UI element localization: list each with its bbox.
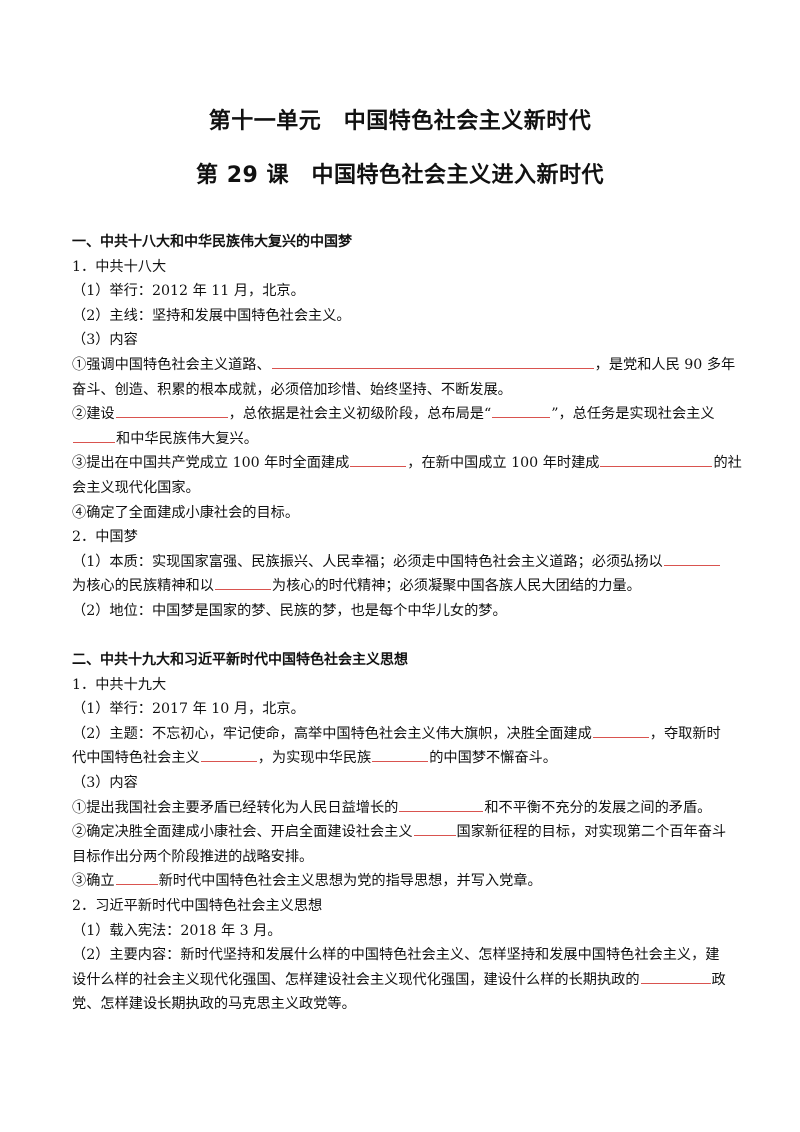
item-1: ①强调中国特色社会主义道路、，是党和人民 90 多年 (72, 353, 740, 378)
text-theme: （2）主题：不忘初心，牢记使命，高举中国特色社会主义伟大旗帜，决胜全面建成，夺取… (72, 722, 740, 747)
fill-blank[interactable] (492, 402, 551, 419)
item2-3: ③确立新时代中国特色社会主义思想为党的指导思想，并写入党章。 (72, 869, 740, 894)
worksheet-content: 一、中共十八大和中华民族伟大复兴的中国梦 1．中共十八大 （1）举行：2012 … (72, 230, 742, 1017)
unit-title: 第十一单元 中国特色社会主义新时代 (208, 109, 592, 134)
text-constitution: （1）载入宪法：2018 年 3 月。 (72, 922, 282, 939)
section-heading-1: 一、中共十八大和中华民族伟大复兴的中国梦 (72, 234, 352, 250)
text-essence-cont: 为核心的民族精神和以为核心的时代精神；必须凝聚中国各族人民大团结的力量。 (72, 574, 740, 599)
fill-blank[interactable] (592, 722, 649, 738)
subheading-18th-congress: 1．中共十八大 (72, 258, 167, 275)
text-status: （2）地位：中国梦是国家的梦、民族的梦，也是每个中华儿女的梦。 (72, 602, 507, 619)
section-gap (72, 624, 740, 649)
item-1-cont: 奋斗、创造、积累的根本成就，必须倍加珍惜、始终坚持、不断发展。 (72, 381, 512, 398)
item2-2: ②确定决胜全面建成小康社会、开启全面建设社会主义国家新征程的目标，对实现第二个百… (72, 820, 740, 845)
item-4: ④确定了全面建成小康社会的目标。 (72, 504, 300, 521)
subheading-19th-congress: 1．中共十九大 (72, 676, 167, 693)
fill-blank[interactable] (663, 550, 720, 566)
fill-blank[interactable] (271, 353, 594, 369)
fill-blank[interactable] (399, 796, 484, 812)
text-main-content: （2）主要内容：新时代坚持和发展什么样的中国特色社会主义、怎样坚持和发展中国特色… (72, 947, 720, 964)
item2-1: ①提出我国社会主要矛盾已经转化为人民日益增长的和不平衡不充分的发展之间的矛盾。 (72, 796, 740, 821)
section-heading-2: 二、中共十九大和习近平新时代中国特色社会主义思想 (72, 652, 408, 669)
item-2: ②建设，总依据是社会主义初级阶段，总布局是“”，总任务是实现社会主义 (72, 402, 740, 427)
text-mainline: （2）主线：坚持和发展中国特色社会主义。 (72, 307, 351, 324)
fill-blank[interactable] (73, 427, 115, 443)
fill-blank[interactable] (600, 451, 713, 468)
fill-blank[interactable] (350, 451, 407, 468)
text-held-2: （1）举行：2017 年 10 月，北京。 (72, 701, 305, 718)
subheading-xi-thought: 2．习近平新时代中国特色社会主义思想 (72, 898, 323, 915)
subheading-china-dream: 2．中国梦 (72, 529, 138, 546)
item2-2-cont: 目标作出分两个阶段推进的战略安排。 (72, 848, 314, 865)
text-theme-cont: 代中国特色社会主义，为实现中华民族的中国梦不懈奋斗。 (72, 746, 740, 771)
fill-blank[interactable] (413, 820, 456, 837)
text-content-label: （3）内容 (72, 332, 138, 349)
item-3: ③提出在中国共产党成立 100 年时全面建成，在新中国成立 100 年时建成的社 (72, 451, 742, 476)
fill-blank[interactable] (115, 869, 158, 886)
lesson-title: 第 29 课 中国特色社会主义进入新时代 (196, 163, 604, 188)
text-main-content-end: 党、怎样建设长期执政的马克思主义政党等。 (72, 996, 356, 1013)
text-essence: （1）本质：实现国家富强、民族振兴、人民幸福；必须走中国特色社会主义道路；必须弘… (72, 550, 740, 575)
fill-blank[interactable] (372, 746, 429, 763)
text-content-label-2: （3）内容 (72, 775, 138, 792)
fill-blank[interactable] (640, 968, 711, 984)
fill-blank[interactable] (200, 746, 257, 763)
fill-blank[interactable] (214, 574, 271, 591)
text-held: （1）举行：2012 年 11 月，北京。 (72, 283, 305, 300)
item-3-cont: 会主义现代化国家。 (72, 479, 200, 496)
fill-blank[interactable] (115, 402, 228, 419)
item-2-cont: 和中华民族伟大复兴。 (72, 427, 740, 452)
text-main-content-cont: 设什么样的社会主义现代化强国、怎样建设社会主义现代化强国，建设什么样的长期执政的… (72, 968, 740, 993)
